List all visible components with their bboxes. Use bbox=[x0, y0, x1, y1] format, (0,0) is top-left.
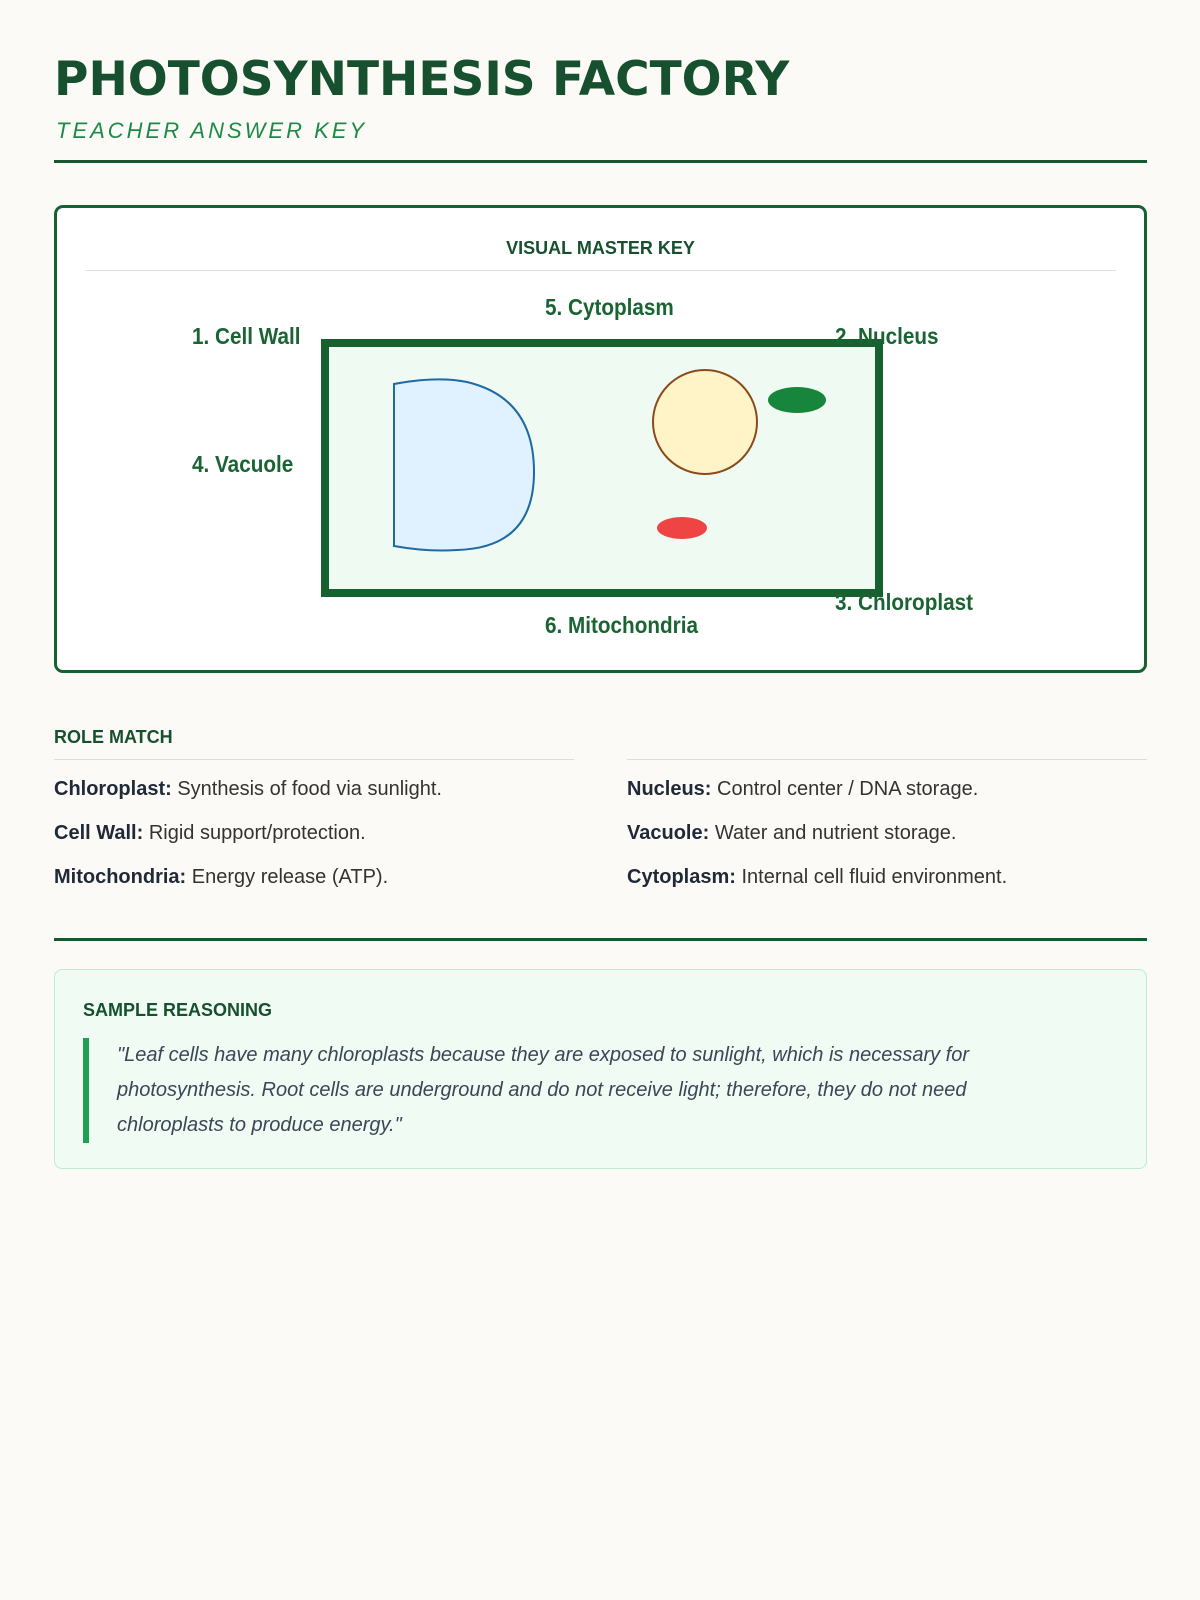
role-item: Vacuole: Water and nutrient storage. bbox=[627, 822, 1147, 845]
label-cell-wall: 1. Cell Wall bbox=[192, 323, 301, 349]
description: Control center / DNA storage. bbox=[711, 778, 979, 800]
vacuole bbox=[393, 378, 536, 552]
term: Chloroplast: bbox=[54, 778, 172, 800]
reasoning-title: SAMPLE REASONING bbox=[83, 1000, 273, 1020]
role-item: Mitochondria: Energy release (ATP). bbox=[54, 866, 574, 889]
page-title: PHOTOSYNTHESIS FACTORY bbox=[54, 52, 790, 107]
role-match-title: ROLE MATCH bbox=[54, 727, 173, 747]
header-divider bbox=[54, 160, 1147, 163]
description: Water and nutrient storage. bbox=[709, 822, 957, 844]
reasoning-quote: "Leaf cells have many chloroplasts becau… bbox=[83, 1038, 1077, 1143]
description: Synthesis of food via sunlight. bbox=[171, 778, 442, 800]
role-match-right: Nucleus: Control center / DNA storage. V… bbox=[627, 759, 1147, 910]
description: Rigid support/protection. bbox=[143, 822, 366, 844]
label-nucleus: 2. Nucleus bbox=[835, 323, 939, 349]
divider bbox=[54, 759, 574, 760]
role-match-left: Chloroplast: Synthesis of food via sunli… bbox=[54, 759, 574, 910]
term: Cytoplasm: bbox=[627, 866, 736, 888]
term: Mitochondria: bbox=[54, 866, 187, 888]
key-title: VISUAL MASTER KEY bbox=[506, 238, 695, 258]
plant-cell-diagram bbox=[321, 339, 883, 597]
nucleus bbox=[652, 369, 758, 475]
term: Vacuole: bbox=[627, 822, 710, 844]
mitochondria bbox=[657, 517, 707, 539]
sample-reasoning-box: SAMPLE REASONING "Leaf cells have many c… bbox=[54, 969, 1147, 1169]
term: Nucleus: bbox=[627, 778, 712, 800]
label-vacuole: 4. Vacuole bbox=[192, 451, 294, 477]
role-item: Cytoplasm: Internal cell fluid environme… bbox=[627, 866, 1147, 889]
role-item: Chloroplast: Synthesis of food via sunli… bbox=[54, 778, 574, 801]
key-divider bbox=[85, 270, 1116, 271]
term: Cell Wall: bbox=[54, 822, 144, 844]
role-item: Cell Wall: Rigid support/protection. bbox=[54, 822, 574, 845]
divider bbox=[627, 759, 1147, 760]
role-item: Nucleus: Control center / DNA storage. bbox=[627, 778, 1147, 801]
description: Internal cell fluid environment. bbox=[735, 866, 1008, 888]
page-subtitle: TEACHER ANSWER KEY bbox=[56, 118, 368, 143]
chloroplast bbox=[768, 387, 826, 413]
label-chloroplast: 3. Chloroplast bbox=[835, 589, 974, 615]
section-divider bbox=[54, 938, 1147, 941]
description: Energy release (ATP). bbox=[186, 866, 389, 888]
label-mitochondria: 6. Mitochondria bbox=[545, 612, 698, 638]
label-cytoplasm: 5. Cytoplasm bbox=[545, 294, 674, 320]
visual-master-key: VISUAL MASTER KEY 1. Cell Wall 2. Nucleu… bbox=[54, 205, 1147, 673]
